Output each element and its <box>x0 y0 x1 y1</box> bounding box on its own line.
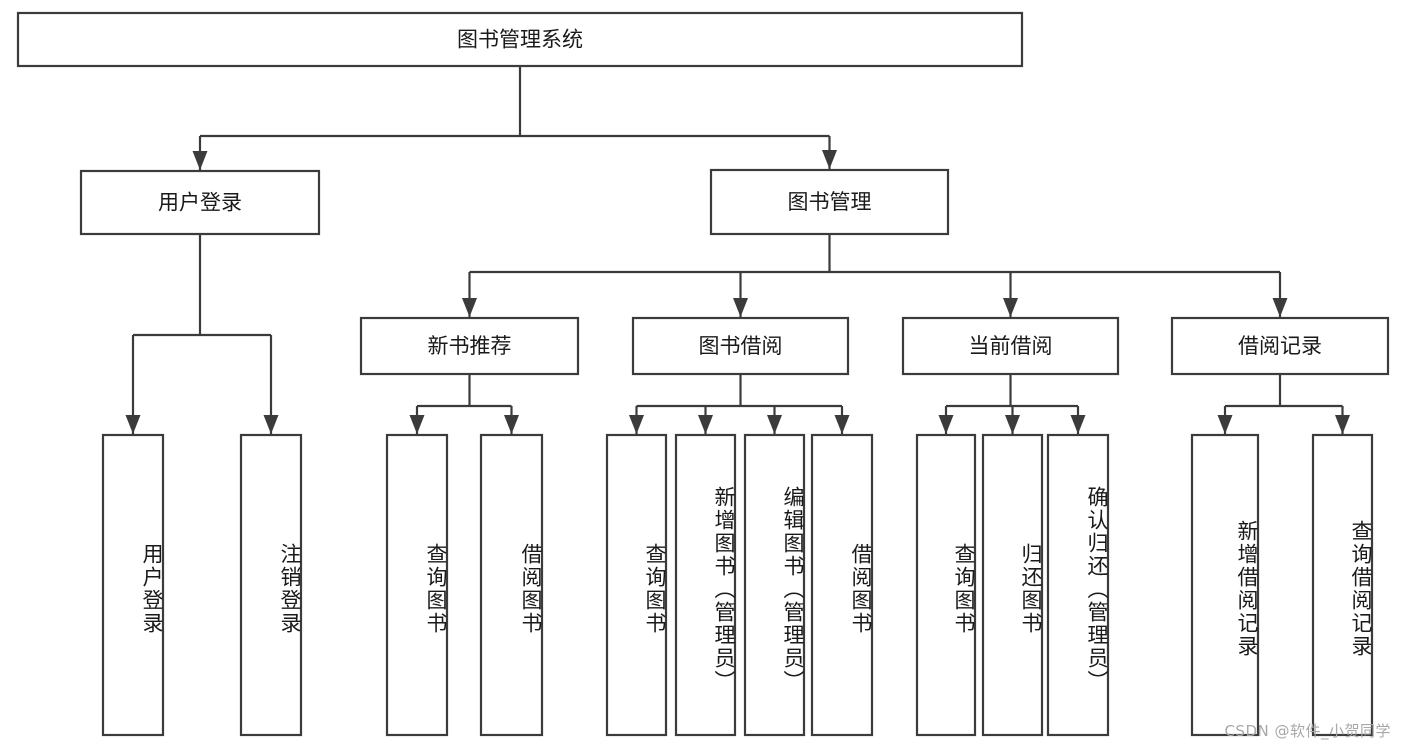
node-box-leaf-confirm-return <box>1046 433 1110 737</box>
node-box-current-borrow <box>901 316 1120 376</box>
node-box-leaf-query-record <box>1311 433 1374 737</box>
node-label-new-book-rec: 新书推荐 <box>428 334 512 358</box>
arrow-head-borrow-record-split-1 <box>1335 415 1350 434</box>
node-box-leaf-query-book-1 <box>385 433 449 737</box>
node-box-leaf-logout <box>239 433 303 737</box>
arrow-head-book-manage-split-2 <box>1003 298 1018 317</box>
node-box-leaf-user-login <box>101 433 165 737</box>
node-label-book-manage: 图书管理 <box>788 190 872 214</box>
node-box-leaf-borrow-book-1 <box>479 433 544 737</box>
arrow-head-book-borrow-split-1 <box>698 415 713 434</box>
arrow-head-book-borrow-split-3 <box>834 415 850 434</box>
node-box-book-borrow <box>631 316 850 376</box>
arrow-head-user-login-split-0 <box>125 415 141 434</box>
arrow-head-book-borrow-split-0 <box>629 415 644 434</box>
arrow-head-book-manage-split-3 <box>1272 298 1288 317</box>
connectors-layer <box>125 66 1350 434</box>
arrow-head-root-split-0 <box>192 151 208 170</box>
node-label-borrow-record: 借阅记录 <box>1238 334 1322 358</box>
node-box-borrow-record <box>1170 316 1390 376</box>
arrow-head-borrow-record-split-0 <box>1217 415 1233 434</box>
arrow-head-book-manage-split-1 <box>733 298 748 317</box>
node-label-book-borrow: 图书借阅 <box>699 334 783 358</box>
node-label-user-login: 用户登录 <box>158 191 242 215</box>
arrow-head-book-borrow-split-2 <box>767 415 782 434</box>
node-label-root: 图书管理系统 <box>457 28 583 52</box>
node-label-current-borrow: 当前借阅 <box>969 334 1053 358</box>
node-box-user-login <box>79 169 321 236</box>
node-box-leaf-borrow-book-2 <box>810 433 874 737</box>
node-box-leaf-return-book <box>981 433 1044 737</box>
node-box-book-manage <box>709 168 950 236</box>
arrow-head-current-borrow-split-0 <box>938 415 954 434</box>
arrow-head-current-borrow-split-1 <box>1005 415 1020 434</box>
arrow-head-current-borrow-split-2 <box>1070 415 1086 434</box>
node-box-root <box>16 11 1024 68</box>
node-box-leaf-edit-book <box>743 433 806 737</box>
node-box-leaf-add-book <box>674 433 737 737</box>
node-box-new-book-rec <box>359 316 580 376</box>
node-box-leaf-query-book-3 <box>915 433 977 737</box>
node-box-leaf-query-book-2 <box>605 433 668 737</box>
arrow-head-user-login-split-1 <box>263 415 279 434</box>
arrow-head-book-manage-split-0 <box>462 298 477 317</box>
arrow-head-new-book-rec-split-1 <box>504 415 519 434</box>
arrow-head-new-book-rec-split-0 <box>409 415 425 434</box>
node-box-leaf-add-record <box>1190 433 1260 737</box>
watermark-text: CSDN @软件_小贺同学 <box>1224 722 1391 740</box>
arrow-head-root-split-1 <box>822 150 837 169</box>
